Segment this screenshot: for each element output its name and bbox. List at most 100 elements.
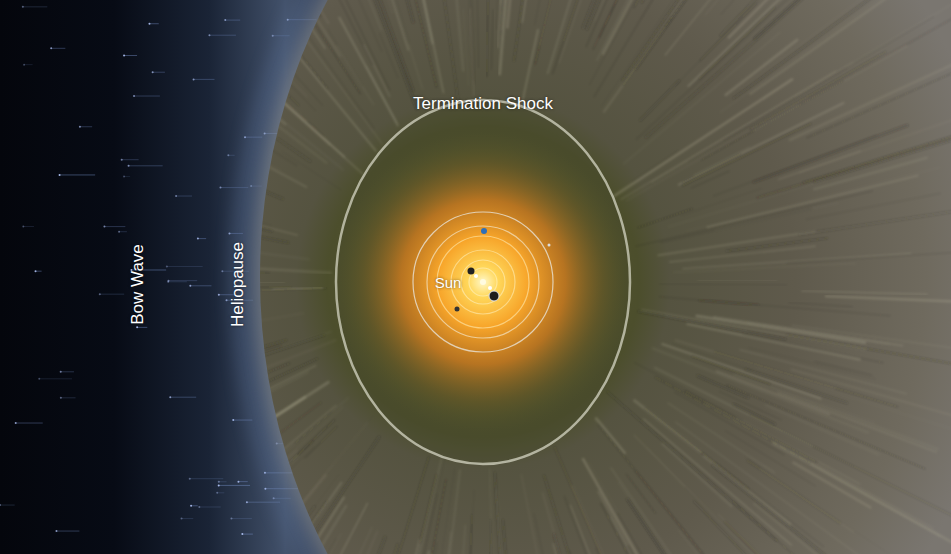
planet bbox=[468, 268, 475, 275]
wind-streak bbox=[554, 544, 627, 554]
star bbox=[99, 293, 101, 295]
wind-streak bbox=[59, 397, 228, 472]
wind-streak bbox=[137, 382, 329, 506]
star bbox=[237, 481, 239, 483]
wind-streak bbox=[136, 0, 290, 2]
wind-streak bbox=[112, 340, 335, 428]
wind-streak bbox=[0, 392, 150, 454]
wind-streak bbox=[93, 420, 230, 495]
wind-streak bbox=[177, 220, 288, 242]
wind-streak bbox=[660, 297, 890, 316]
star bbox=[121, 159, 123, 161]
wind-streak bbox=[0, 125, 154, 184]
wind-streak bbox=[826, 296, 951, 305]
wind-streak bbox=[470, 9, 474, 95]
star bbox=[190, 505, 192, 507]
star-streak bbox=[137, 327, 147, 328]
star-streak bbox=[182, 518, 194, 519]
wind-streak bbox=[89, 281, 284, 284]
wind-streak bbox=[129, 12, 327, 163]
wind-streak bbox=[447, 0, 463, 70]
wind-streak bbox=[589, 463, 706, 554]
wind-streak bbox=[79, 0, 278, 137]
star bbox=[59, 174, 61, 176]
wind-streak bbox=[90, 306, 233, 320]
wind-streak bbox=[415, 455, 442, 554]
heliosphere bbox=[260, 0, 951, 554]
wind-streak bbox=[213, 539, 336, 554]
star bbox=[227, 154, 229, 156]
wind-streak bbox=[0, 365, 142, 414]
star-streak bbox=[190, 285, 211, 286]
wind-streak bbox=[740, 350, 907, 394]
wind-streak bbox=[366, 66, 397, 123]
star-streak bbox=[23, 6, 48, 7]
wind-streak bbox=[415, 468, 455, 554]
wind-streak bbox=[594, 0, 714, 97]
wind-streak bbox=[502, 0, 518, 30]
wind-streak bbox=[282, 151, 342, 190]
star-streak bbox=[39, 378, 72, 379]
wind-streak bbox=[87, 45, 235, 134]
wind-streak bbox=[66, 19, 260, 141]
wind-streak bbox=[201, 420, 335, 545]
wind-streak bbox=[244, 0, 341, 56]
star bbox=[208, 34, 210, 36]
wind-streak bbox=[261, 501, 327, 554]
wind-streak bbox=[0, 352, 171, 391]
star-streak bbox=[61, 371, 74, 372]
wind-streak bbox=[223, 0, 376, 151]
star bbox=[218, 294, 220, 296]
star bbox=[181, 518, 183, 520]
star bbox=[226, 299, 228, 301]
wind-streak bbox=[202, 127, 281, 170]
wind-streak bbox=[437, 470, 460, 554]
wind-streak bbox=[638, 209, 693, 228]
star bbox=[189, 285, 191, 287]
wind-streak bbox=[170, 0, 328, 89]
wind-streak bbox=[771, 386, 874, 423]
wind-streak bbox=[186, 0, 235, 31]
wind-streak bbox=[704, 456, 791, 524]
wind-streak bbox=[534, 514, 589, 554]
orbit bbox=[461, 260, 505, 304]
wind-streak bbox=[172, 263, 331, 272]
wind-streak bbox=[754, 503, 870, 554]
wind-streak bbox=[358, 457, 428, 554]
wind-streak bbox=[796, 3, 951, 97]
wind-streak bbox=[734, 404, 775, 424]
wind-streak bbox=[147, 503, 300, 554]
wind-streak bbox=[522, 0, 551, 22]
wind-streak bbox=[666, 0, 832, 26]
wind-streak bbox=[634, 400, 700, 452]
wind-streak bbox=[144, 219, 210, 231]
wind-streak bbox=[169, 365, 316, 438]
wind-streak bbox=[276, 423, 367, 534]
wind-streak bbox=[802, 291, 927, 294]
wind-streak bbox=[544, 476, 570, 554]
star-streak bbox=[100, 294, 124, 295]
wind-streak bbox=[688, 68, 846, 161]
wind-streak bbox=[698, 279, 776, 281]
star-streak bbox=[176, 196, 192, 197]
wind-streak bbox=[787, 253, 951, 263]
wind-streak bbox=[662, 444, 731, 506]
planet bbox=[455, 307, 460, 312]
termination-shock-label: Termination Shock bbox=[413, 95, 553, 112]
wind-streak bbox=[216, 62, 255, 94]
wind-streak bbox=[123, 34, 232, 109]
wind-streak bbox=[487, 0, 489, 76]
star-streak bbox=[191, 505, 198, 506]
wind-streak bbox=[267, 506, 315, 554]
wind-streak bbox=[277, 116, 343, 169]
wind-streak bbox=[355, 0, 423, 89]
star-streak bbox=[167, 266, 203, 267]
star-streak bbox=[56, 531, 79, 532]
wind-streak bbox=[583, 459, 681, 554]
star bbox=[60, 371, 62, 373]
wind-streak bbox=[683, 154, 740, 182]
wind-streak bbox=[659, 284, 786, 285]
wind-streak bbox=[13, 26, 229, 143]
wind-streak bbox=[213, 469, 256, 504]
wind-streak bbox=[390, 457, 445, 554]
